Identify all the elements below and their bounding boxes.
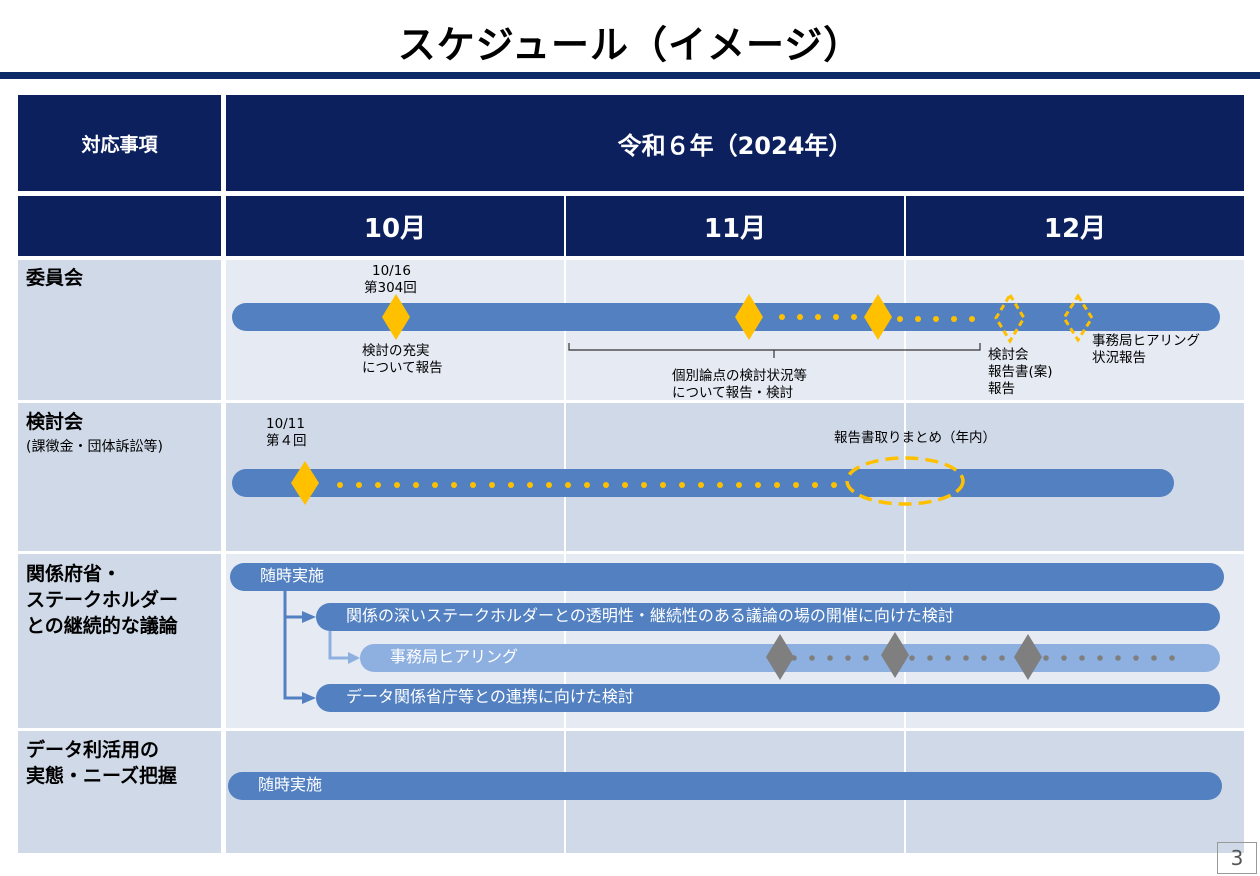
month-divider-nov [564,260,566,853]
study-milestone-1011 [291,461,319,505]
arrow-to-hearing [348,652,360,664]
row-label-study: 検討会 [26,411,84,433]
study-report-ellipse [845,456,965,506]
committee-note4-line2: 状況報告 [1092,350,1146,366]
hearing-dots [791,655,1175,661]
row-label-bg-committee [18,260,221,400]
committee-note2-line1: 個別論点の検討状況等 [672,368,807,384]
committee-milestone-dec-a [994,292,1026,344]
hearing-milestone-3 [1014,634,1042,680]
committee-bracket [568,343,981,358]
committee-note1-line1: 検討の充実 [362,343,430,359]
ministries-bar-forum: 関係の深いステークホルダーとの透明性・継続性のある議論の場の開催に向けた検討 [316,603,1220,631]
study-summary-note: 報告書取りまとめ（年内） [834,430,996,446]
committee-note1-line2: について報告 [362,360,443,376]
study-event1-number: 第４回 [266,433,307,449]
header-month-oct: 10月 [226,196,564,256]
row-label-data-2: 実態・ニーズ把握 [26,765,178,787]
page-title: スケジュール（イメージ） [397,23,863,67]
study-event1-date: 10/11 [266,416,305,432]
committee-note3-line2: 報告書(案) [988,364,1053,380]
hearing-milestone-1 [766,634,794,680]
row-label-ministries-3: との継続的な議論 [26,615,178,637]
committee-dots [779,314,975,322]
header-year: 令和６年（2024年） [226,95,1244,191]
hearing-milestone-2 [881,632,909,678]
committee-milestone-1016 [382,294,410,340]
committee-note3-line1: 検討会 [988,347,1029,363]
committee-event1-date: 10/16 [372,263,411,279]
row-label-bg-study [18,403,221,551]
row-label-ministries-1: 関係府省・ [26,563,122,585]
committee-event1-number: 第304回 [364,280,417,296]
row-label-ministries-2: ステークホルダー [26,589,179,611]
committee-note3-line3: 報告 [988,381,1015,397]
row-label-data-1: データ利活用の [26,739,160,761]
data-use-bar-ongoing: 随時実施 [228,772,1222,800]
arrow-to-data-agencies [302,692,316,704]
committee-milestone-nov-b [864,294,892,340]
ministries-bar-ongoing: 随時実施 [230,563,1224,591]
title-underline [0,72,1260,79]
header-item-column: 対応事項 [18,95,221,191]
committee-note2-line2: について報告・検討 [672,385,794,401]
row-sublabel-study: (課徴金・団体訴訟等) [26,439,163,455]
row-label-bg-ministries [18,554,221,728]
header-blank [18,196,221,256]
month-divider-dec [904,260,906,853]
ministries-bar-data-agencies: データ関係省庁等との連携に向けた検討 [316,684,1220,712]
header-month-nov: 11月 [566,196,904,256]
committee-note4-line1: 事務局ヒアリング [1092,333,1200,349]
header-month-dec: 12月 [906,196,1244,256]
committee-milestone-dec-b [1062,293,1094,343]
page-number: 3 [1217,842,1257,874]
study-dots [337,482,837,488]
row-label-committee: 委員会 [26,267,84,289]
committee-milestone-nov-a [735,294,763,340]
row-label-bg-data [18,731,221,853]
hearing-connector [328,631,348,660]
arrow-to-forum [302,611,316,623]
ministries-connectors [283,591,302,700]
